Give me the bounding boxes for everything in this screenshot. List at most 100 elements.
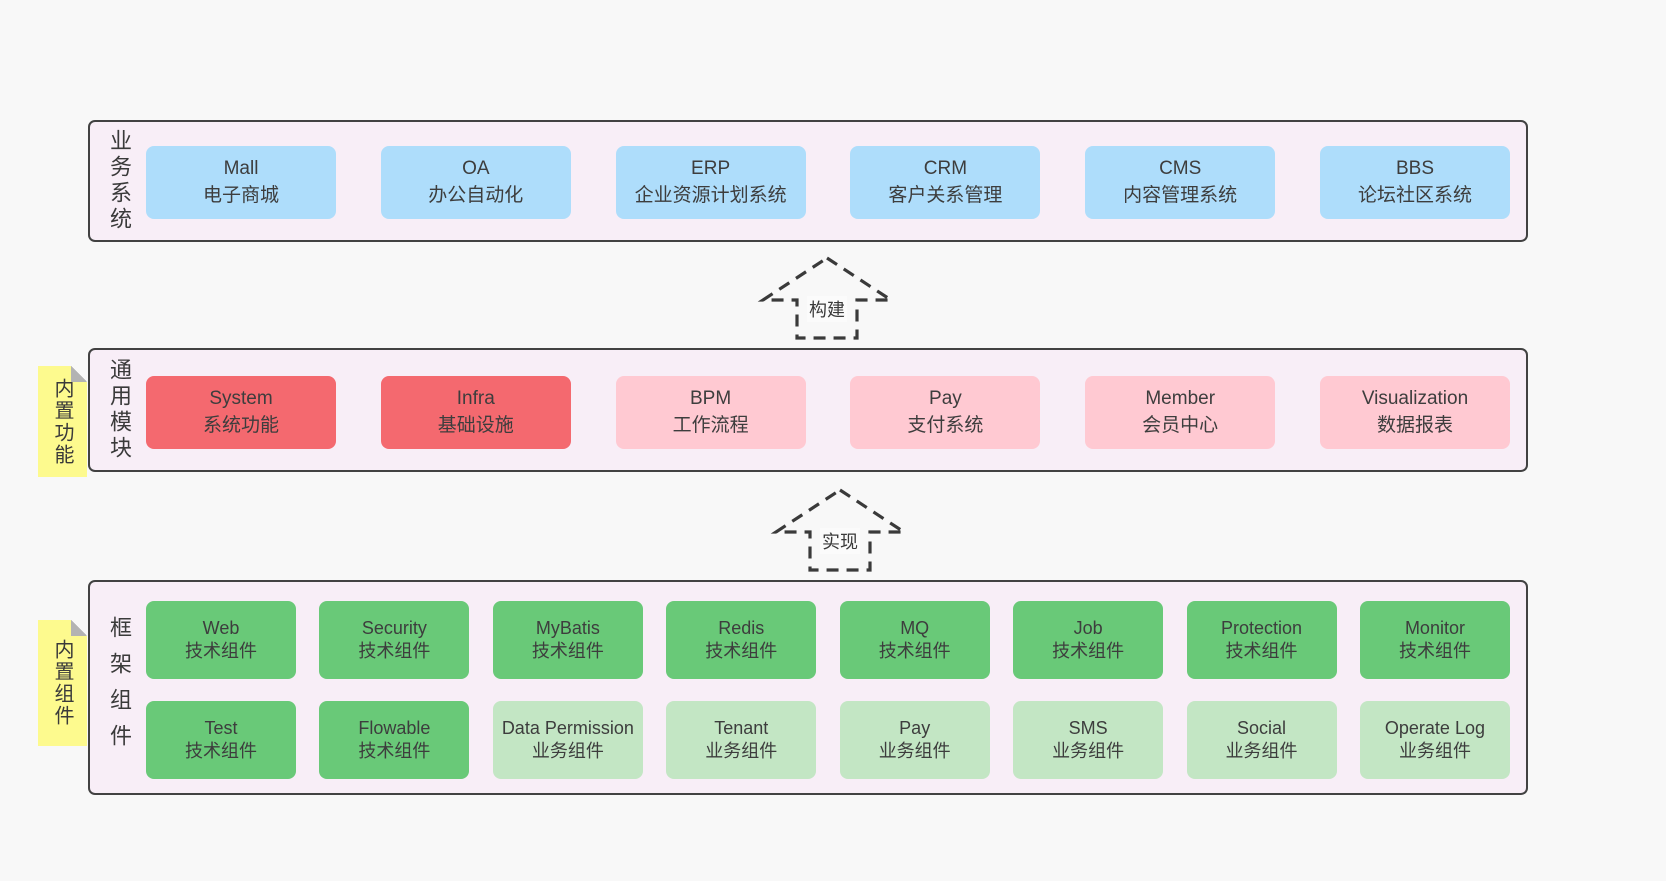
box-subtitle: 数据报表 <box>1376 414 1453 436</box>
box-job: Job 技术组件 <box>1013 601 1164 679</box>
layer-common-modules: 通用模块 System 系统功能 Infra 基础设施 BPM 工作流程 Pay… <box>88 348 1528 472</box>
box-title: Monitor <box>1404 617 1465 638</box>
box-redis: Redis 技术组件 <box>666 601 817 679</box>
box-web: Web 技术组件 <box>146 601 296 679</box>
box-subtitle: 技术组件 <box>185 641 257 661</box>
box-title: Member <box>1145 388 1216 410</box>
box-test: Test 技术组件 <box>146 701 296 779</box>
box-title: Operate Log <box>1384 717 1485 738</box>
box-title: ERP <box>691 158 731 180</box>
box-title: Flowable <box>358 717 431 738</box>
sticky-note-built-in-components: 内置组件 <box>38 620 87 746</box>
box-title: CRM <box>923 158 968 180</box>
layer-framework-components: 框架组件 Web 技术组件 Security 技术组件 MyBatis 技术组件… <box>88 580 1528 795</box>
box-title: Mall <box>223 158 259 180</box>
box-bpm: BPM 工作流程 <box>615 376 806 449</box>
box-subtitle: 技术组件 <box>358 741 431 761</box>
box-title: Protection <box>1221 617 1303 638</box>
arrow-build-label: 构建 <box>807 295 847 322</box>
box-bbs: BBS 论坛社区系统 <box>1319 146 1510 219</box>
sticky-note-text: 内置组件 <box>51 639 73 727</box>
modules-boxes-row: System 系统功能 Infra 基础设施 BPM 工作流程 Pay 支付系统… <box>146 376 1510 449</box>
framework-boxes-row1: Web 技术组件 Security 技术组件 MyBatis 技术组件 Redi… <box>146 601 1510 679</box>
box-subtitle: 技术组件 <box>1225 641 1298 661</box>
box-security: Security 技术组件 <box>319 601 470 679</box>
layer-business-systems: 业务系统 Mall 电子商城 OA 办公自动化 ERP 企业资源计划系统 CRM… <box>88 120 1528 242</box>
box-title: Data Permission <box>501 717 634 738</box>
box-title: Test <box>204 717 238 738</box>
box-title: Pay <box>929 388 962 410</box>
layer-framework-label: 框架组件 <box>107 615 132 760</box>
box-subtitle: 基础设施 <box>437 414 514 436</box>
box-title: Security <box>361 617 427 638</box>
box-subtitle: 技术组件 <box>1398 641 1471 661</box>
box-pay-component: Pay 业务组件 <box>839 701 990 779</box>
arrow-build: 构建 <box>757 254 897 342</box>
box-pay-system: Pay 支付系统 <box>850 376 1041 449</box>
box-title: Infra <box>456 388 495 410</box>
box-sms: SMS 业务组件 <box>1013 701 1164 779</box>
business-boxes-row: Mall 电子商城 OA 办公自动化 ERP 企业资源计划系统 CRM 客户关系… <box>146 146 1510 219</box>
box-infra: Infra 基础设施 <box>380 376 571 449</box>
box-protection: Protection 技术组件 <box>1186 601 1337 679</box>
dashed-up-arrow-icon <box>770 488 910 572</box>
box-title: Visualization <box>1361 388 1469 410</box>
box-system: System 系统功能 <box>146 376 336 449</box>
box-subtitle: 业务组件 <box>1225 741 1298 761</box>
box-subtitle: 业务组件 <box>878 741 951 761</box>
box-flowable: Flowable 技术组件 <box>319 701 470 779</box>
dashed-up-arrow-icon <box>757 256 897 340</box>
box-operate-log: Operate Log 业务组件 <box>1359 701 1510 779</box>
box-mybatis: MyBatis 技术组件 <box>492 601 643 679</box>
box-subtitle: 技术组件 <box>531 641 604 661</box>
box-title: BPM <box>690 388 732 410</box>
box-subtitle: 客户关系管理 <box>888 184 1003 206</box>
box-subtitle: 技术组件 <box>705 641 778 661</box>
box-mq: MQ 技术组件 <box>839 601 990 679</box>
box-subtitle: 支付系统 <box>907 414 984 436</box>
box-title: System <box>209 388 273 410</box>
arrow-implement-label: 实现 <box>820 527 860 554</box>
box-crm: CRM 客户关系管理 <box>850 146 1041 219</box>
framework-boxes-row2: Test 技术组件 Flowable 技术组件 Data Permission … <box>146 701 1510 779</box>
box-subtitle: 办公自动化 <box>428 184 524 206</box>
box-cms: CMS 内容管理系统 <box>1085 146 1276 219</box>
box-subtitle: 系统功能 <box>202 414 279 436</box>
sticky-note-text: 内置功能 <box>51 377 73 466</box>
box-oa: OA 办公自动化 <box>380 146 571 219</box>
box-subtitle: 电子商城 <box>202 184 279 206</box>
box-title: Tenant <box>714 717 769 738</box>
box-title: MQ <box>900 617 930 638</box>
box-subtitle: 业务组件 <box>531 741 604 761</box>
box-title: Social <box>1237 717 1287 738</box>
box-tenant: Tenant 业务组件 <box>666 701 817 779</box>
box-subtitle: 技术组件 <box>1052 641 1125 661</box>
box-monitor: Monitor 技术组件 <box>1359 601 1510 679</box>
box-subtitle: 论坛社区系统 <box>1357 184 1472 206</box>
box-subtitle: 业务组件 <box>1398 741 1471 761</box>
box-title: MyBatis <box>535 617 600 638</box>
box-mall: Mall 电子商城 <box>146 146 336 219</box>
box-subtitle: 业务组件 <box>1052 741 1125 761</box>
box-title: Job <box>1073 617 1103 638</box>
box-social: Social 业务组件 <box>1186 701 1337 779</box>
box-title: Pay <box>899 717 931 738</box>
box-title: CMS <box>1159 158 1202 180</box>
box-subtitle: 业务组件 <box>705 741 778 761</box>
box-title: SMS <box>1068 717 1108 738</box>
box-erp: ERP 企业资源计划系统 <box>615 146 806 219</box>
box-subtitle: 企业资源计划系统 <box>634 184 787 206</box>
box-subtitle: 会员中心 <box>1142 414 1219 436</box>
box-member: Member 会员中心 <box>1085 376 1276 449</box>
box-title: BBS <box>1395 158 1434 180</box>
sticky-note-built-in-features: 内置功能 <box>38 366 87 477</box>
box-subtitle: 工作流程 <box>672 414 749 436</box>
box-data-permission: Data Permission 业务组件 <box>492 701 643 779</box>
box-subtitle: 技术组件 <box>185 741 257 761</box>
arrow-implement: 实现 <box>770 486 910 574</box>
box-title: Web <box>202 617 240 638</box>
box-visualization: Visualization 数据报表 <box>1319 376 1510 449</box>
box-subtitle: 技术组件 <box>878 641 951 661</box>
box-subtitle: 内容管理系统 <box>1123 184 1238 206</box>
